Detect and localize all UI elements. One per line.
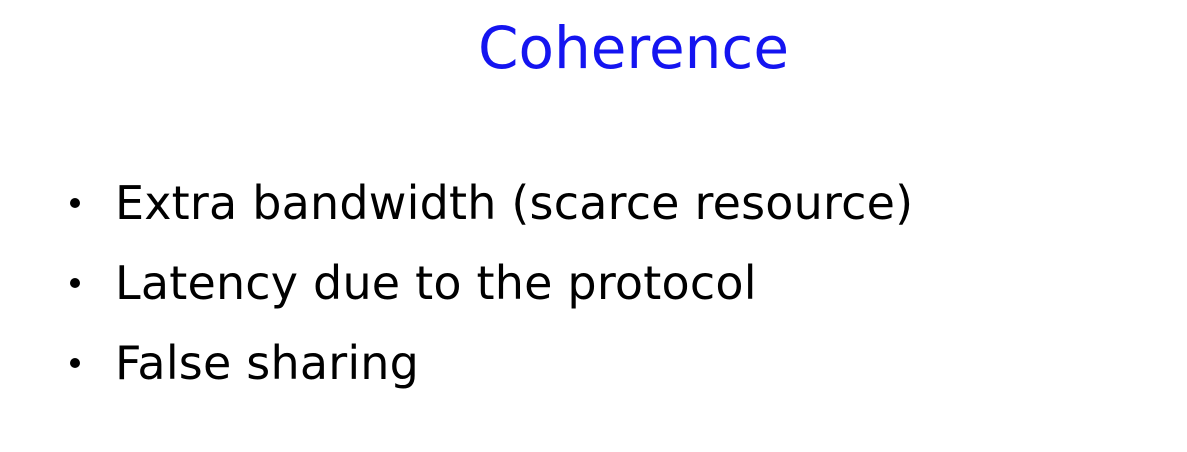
slide-title: Coherence xyxy=(477,14,789,82)
bullet-dot-icon xyxy=(70,198,80,208)
bullet-dot-icon xyxy=(70,278,80,288)
bullet-item: False sharing xyxy=(62,323,913,403)
bullet-text: False sharing xyxy=(115,336,420,390)
bullet-text: Extra bandwidth (scarce resource) xyxy=(115,176,914,230)
bullet-item: Extra bandwidth (scarce resource) xyxy=(62,163,913,243)
bullet-item: Latency due to the protocol xyxy=(62,243,913,323)
bullet-dot-icon xyxy=(70,358,80,368)
bullet-list: Extra bandwidth (scarce resource) Latenc… xyxy=(62,163,913,403)
bullet-text: Latency due to the protocol xyxy=(115,256,757,310)
